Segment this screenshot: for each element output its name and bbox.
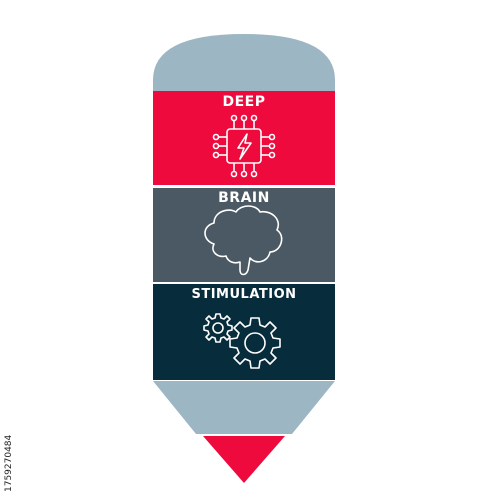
section-stimulation bbox=[153, 284, 335, 380]
gears-icon bbox=[203, 313, 281, 369]
section-label-deep: DEEP bbox=[222, 94, 266, 110]
section-brain bbox=[153, 188, 335, 282]
lightning-chip-icon bbox=[212, 114, 276, 178]
section-label-stimulation: STIMULATION bbox=[191, 287, 297, 302]
pencil-cap bbox=[153, 34, 335, 91]
stock-id-text: 1759270484 bbox=[4, 434, 14, 492]
section-label-brain: BRAIN bbox=[218, 190, 270, 206]
pencil-wood bbox=[153, 381, 335, 434]
brain-icon bbox=[204, 205, 283, 276]
pencil-tip bbox=[203, 436, 285, 483]
